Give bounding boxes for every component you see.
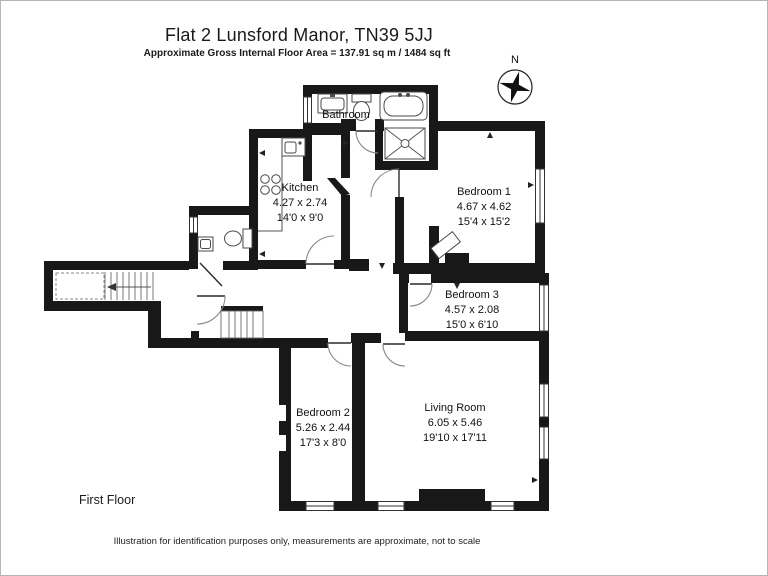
wc-toilet-icon xyxy=(224,228,253,249)
door-arc xyxy=(409,283,433,307)
doors-layer xyxy=(196,130,433,367)
room-dim-metric: 6.05 x 5.46 xyxy=(427,417,483,429)
room-dim-imperial: 15'4 x 15'2 xyxy=(457,216,511,228)
door-arc xyxy=(305,235,335,265)
kitchen-sink-icon xyxy=(281,137,306,157)
disclaimer-text: Illustration for identification purposes… xyxy=(113,536,481,547)
door-arc xyxy=(199,262,223,287)
kitchen-counter xyxy=(258,156,283,232)
room-name: Bedroom 3 xyxy=(445,289,499,301)
bathtub-icon xyxy=(379,91,428,121)
window xyxy=(303,96,312,124)
window xyxy=(539,426,549,460)
room-name: Living Room xyxy=(424,402,486,414)
room-name: Bedroom 1 xyxy=(457,186,511,198)
door-arc xyxy=(327,342,352,367)
room-label-living-room: Living Room 6.05 x 5.46 19'10 x 17'11 xyxy=(423,401,487,446)
corridor-stairs xyxy=(55,272,154,300)
window xyxy=(305,501,335,511)
room-dim-imperial: 19'10 x 17'11 xyxy=(423,432,487,444)
compass-icon xyxy=(497,69,533,105)
windows-layer xyxy=(189,96,549,511)
door-arc xyxy=(382,343,406,367)
window xyxy=(539,284,549,332)
dimension-arrows xyxy=(259,132,538,483)
room-label-bedroom-3: Bedroom 3 4.57 x 2.08 15'0 x 6'10 xyxy=(445,288,499,333)
room-dim-imperial: 17'3 x 8'0 xyxy=(299,437,347,449)
room-label-kitchen: Kitchen 4.27 x 2.74 14'0 x 9'0 xyxy=(273,181,327,226)
floor-name-label: First Floor xyxy=(79,493,136,507)
page-title: Flat 2 Lunsford Manor, TN39 5JJ xyxy=(165,25,433,45)
room-label-bedroom-2: Bedroom 2 5.26 x 2.44 17'3 x 8'0 xyxy=(296,406,350,451)
bathroom-sink-icon xyxy=(317,93,348,114)
window xyxy=(539,383,549,418)
window xyxy=(535,168,545,224)
room-name: Bathroom xyxy=(322,109,370,121)
chimney-breast xyxy=(430,230,462,260)
room-dim-imperial: 15'0 x 6'10 xyxy=(445,319,499,331)
door-arc xyxy=(355,130,379,154)
shower-icon xyxy=(384,127,426,160)
room-dim-metric: 4.57 x 2.08 xyxy=(444,304,500,316)
room-name: Bedroom 2 xyxy=(296,407,350,419)
room-label-bedroom-1: Bedroom 1 4.67 x 4.62 15'4 x 15'2 xyxy=(457,185,511,230)
window xyxy=(377,501,405,511)
room-label-bathroom: Bathroom xyxy=(322,108,370,123)
room-dim-metric: 4.67 x 4.62 xyxy=(456,201,512,213)
walls-layer xyxy=(44,85,549,511)
wc-sink-icon xyxy=(197,236,214,252)
room-dim-metric: 5.26 x 2.44 xyxy=(295,422,351,434)
hall-stairs xyxy=(220,310,264,339)
room-dim-metric: 4.27 x 2.74 xyxy=(272,197,328,209)
window xyxy=(189,216,198,234)
stove-icon xyxy=(260,174,281,195)
door-arc xyxy=(196,295,226,325)
room-dim-imperial: 14'0 x 9'0 xyxy=(276,212,324,224)
window xyxy=(490,501,515,511)
room-name: Kitchen xyxy=(281,182,319,194)
compass-north-label: N xyxy=(511,54,519,66)
toilet-icon xyxy=(351,93,372,121)
door-arc xyxy=(370,168,400,198)
floor-area-subtitle: Approximate Gross Internal Floor Area = … xyxy=(143,48,451,59)
